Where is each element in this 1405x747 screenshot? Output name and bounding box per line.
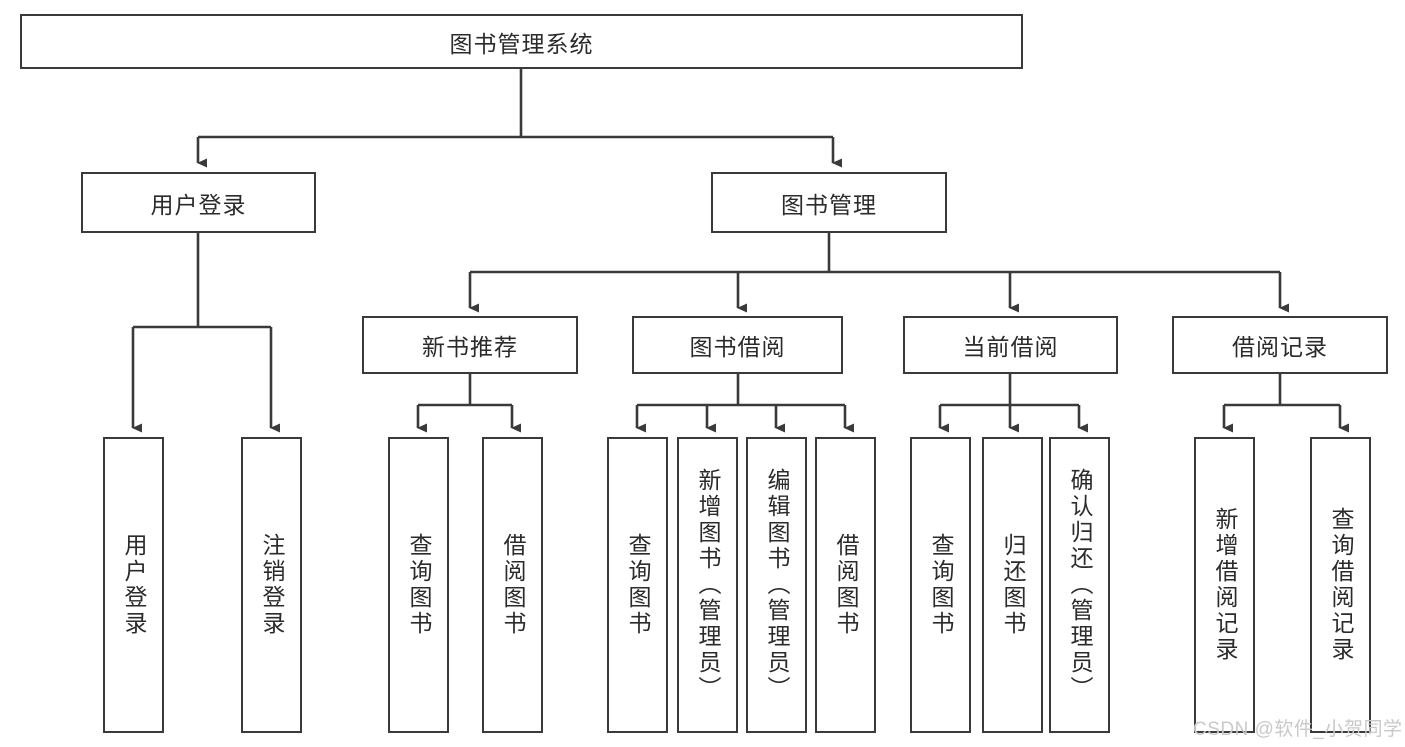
node-book-management[interactable]: 图书管理: [711, 172, 947, 233]
node-borrow-record[interactable]: 借阅记录: [1172, 316, 1388, 374]
node-book-management-label: 图书管理: [781, 191, 877, 218]
leaf-borrow-query-book[interactable]: 查询图书: [607, 437, 668, 733]
leaf-logout[interactable]: 注销登录: [241, 437, 302, 733]
leaf-logout-label: 注销登录: [259, 533, 285, 637]
leaf-current-confirm-return-label: 确认归还（管理员）: [1067, 468, 1093, 702]
node-borrow-record-label: 借阅记录: [1232, 334, 1328, 360]
leaf-record-add[interactable]: 新增借阅记录: [1194, 437, 1255, 733]
node-current-borrow-label: 当前借阅: [962, 334, 1059, 360]
node-current-borrow[interactable]: 当前借阅: [903, 316, 1118, 374]
leaf-newbook-borrow-book[interactable]: 借阅图书: [482, 437, 543, 733]
leaf-borrow-add-book-label: 新增图书（管理员）: [695, 468, 721, 702]
node-book-borrow[interactable]: 图书借阅: [632, 316, 843, 374]
leaf-borrow-borrow-book-label: 借阅图书: [833, 533, 859, 637]
leaf-current-confirm-return[interactable]: 确认归还（管理员）: [1049, 437, 1110, 733]
leaf-current-query-book-label: 查询图书: [928, 533, 954, 637]
leaf-newbook-query-book[interactable]: 查询图书: [388, 437, 449, 733]
node-user-login-label: 用户登录: [150, 191, 247, 218]
leaf-borrow-edit-book[interactable]: 编辑图书（管理员）: [746, 437, 807, 733]
leaf-newbook-query-book-label: 查询图书: [406, 533, 432, 637]
leaf-borrow-query-book-label: 查询图书: [625, 533, 651, 637]
leaf-borrow-borrow-book[interactable]: 借阅图书: [815, 437, 876, 733]
leaf-record-query[interactable]: 查询借阅记录: [1310, 437, 1371, 733]
node-root[interactable]: 图书管理系统: [20, 14, 1023, 69]
node-new-book-recommend[interactable]: 新书推荐: [362, 316, 578, 374]
leaf-record-add-label: 新增借阅记录: [1212, 507, 1238, 663]
leaf-borrow-edit-book-label: 编辑图书（管理员）: [764, 468, 790, 702]
leaf-current-return-book-label: 归还图书: [1000, 533, 1026, 637]
node-root-label: 图书管理系统: [449, 30, 594, 57]
leaf-newbook-borrow-book-label: 借阅图书: [500, 533, 526, 637]
node-book-borrow-label: 图书借阅: [689, 334, 786, 360]
leaf-user-login-label: 用户登录: [121, 533, 147, 637]
node-user-login[interactable]: 用户登录: [81, 172, 316, 233]
node-new-book-recommend-label: 新书推荐: [422, 334, 518, 360]
leaf-current-return-book[interactable]: 归还图书: [982, 437, 1043, 733]
leaf-borrow-add-book[interactable]: 新增图书（管理员）: [677, 437, 738, 733]
leaf-current-query-book[interactable]: 查询图书: [910, 437, 971, 733]
leaf-record-query-label: 查询借阅记录: [1328, 507, 1354, 663]
leaf-user-login[interactable]: 用户登录: [103, 437, 164, 733]
